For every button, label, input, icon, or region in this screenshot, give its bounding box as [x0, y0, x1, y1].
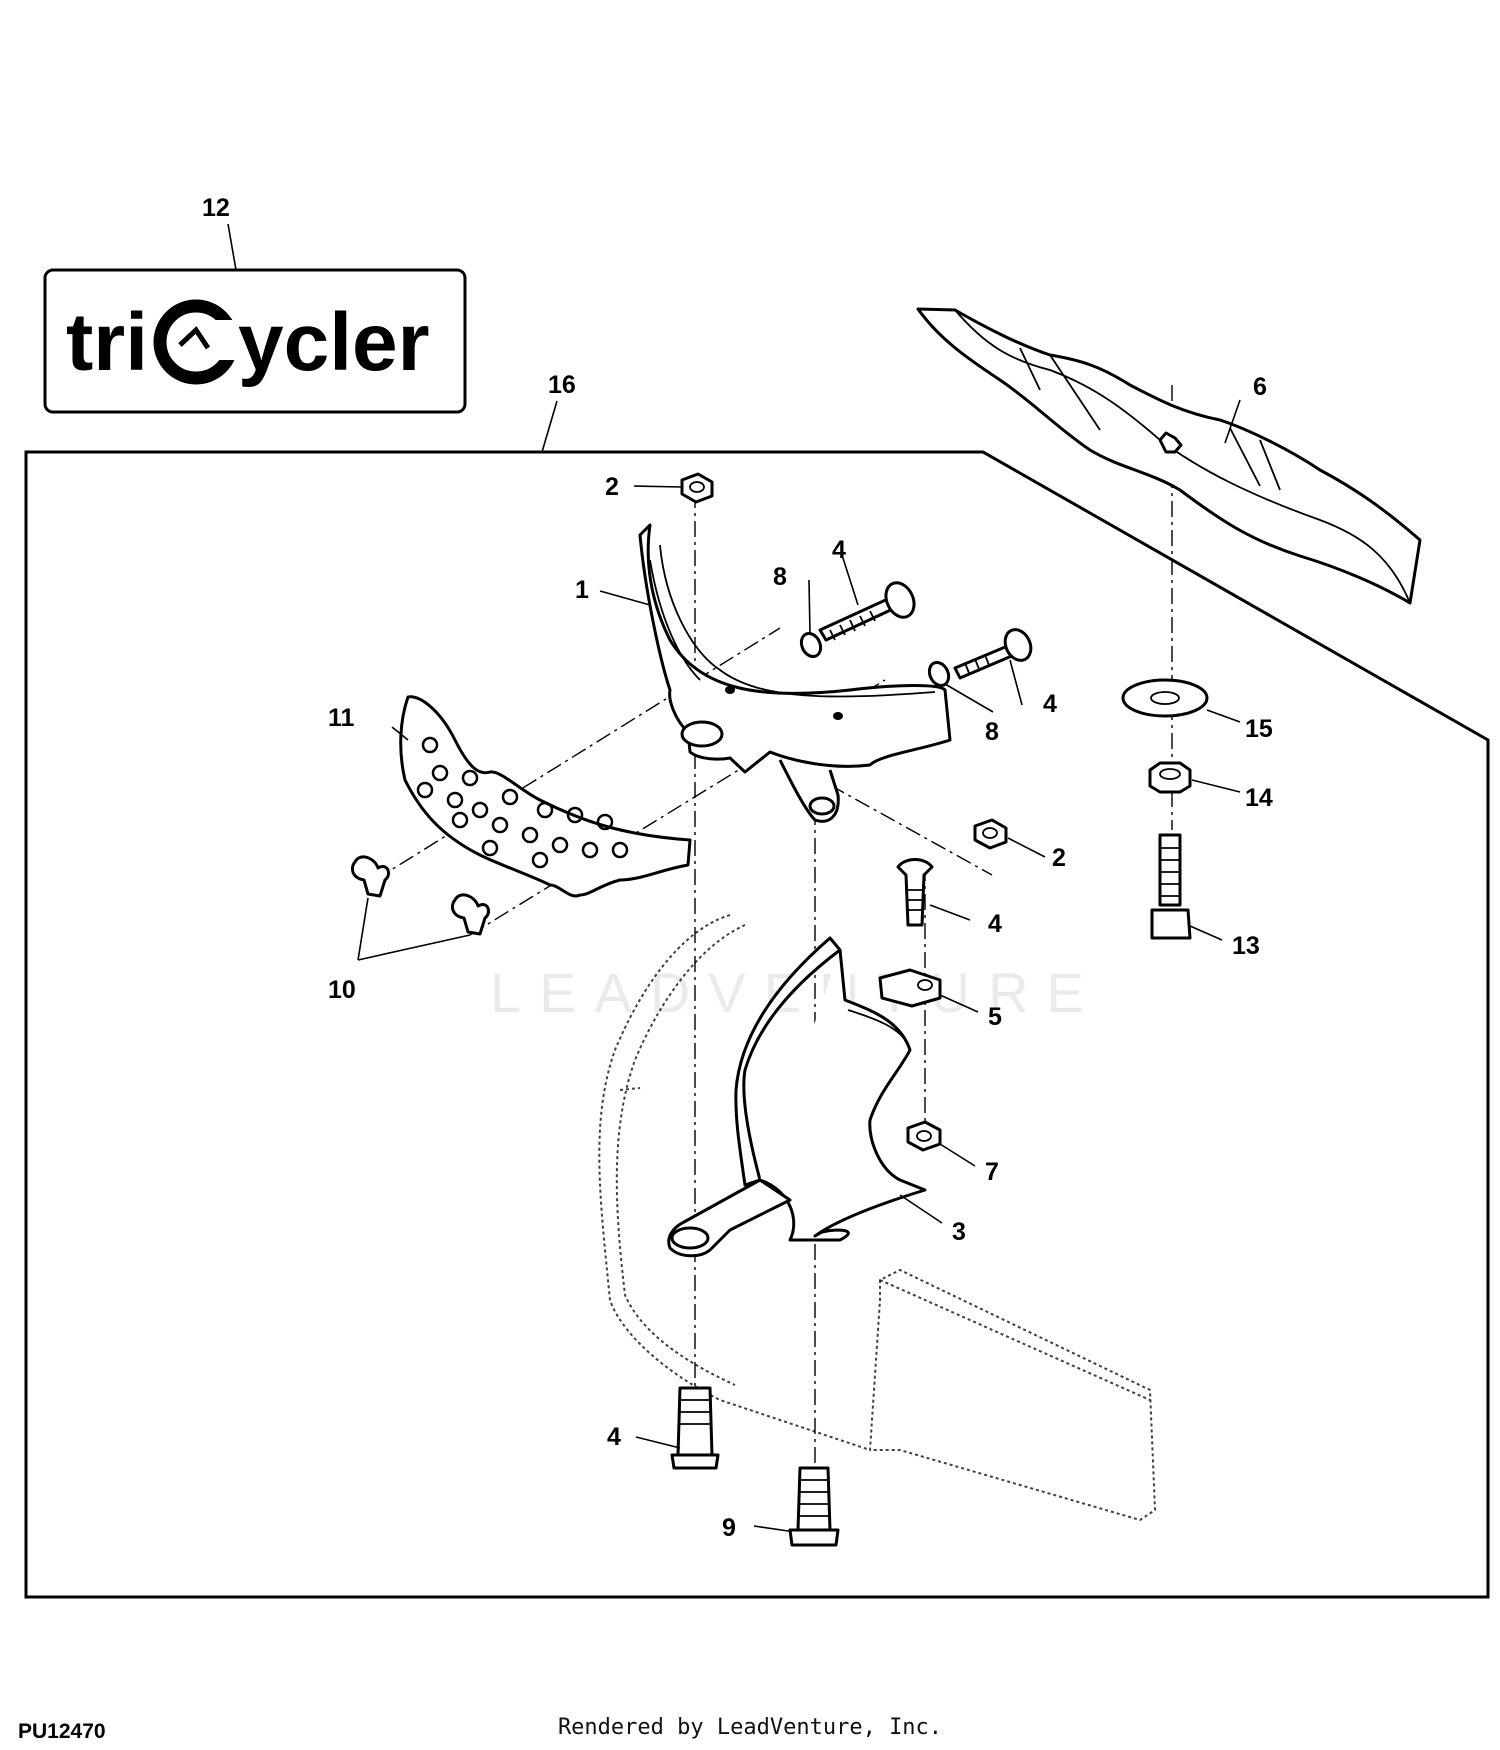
part-baffle-upper [638, 523, 952, 823]
part-washer-upper [799, 631, 823, 659]
logo-text-left: tri [66, 297, 148, 388]
credit-text: Rendered by LeadVenture, Inc. [557, 1715, 943, 1740]
tricycler-decal: tri ycler [43, 268, 467, 414]
part-bolt-9 [788, 1466, 840, 1547]
callout-7: 7 [985, 1158, 999, 1186]
part-wing-nut-b [450, 893, 490, 936]
callout-15: 15 [1245, 715, 1273, 743]
part-bolt-vertical [896, 858, 934, 927]
center-lines [374, 385, 1173, 1490]
callout-4-lower: 4 [607, 1423, 621, 1451]
part-wing-nut-a [350, 855, 390, 898]
callout-9: 9 [722, 1514, 736, 1542]
logo-text-right: ycler [238, 297, 430, 388]
callout-8-middle: 8 [985, 718, 999, 746]
callout-labels: 12 16 2 1 8 4 6 4 8 15 14 2 4 13 5 7 3 1… [202, 194, 1273, 1542]
part-hex-nut-top [680, 472, 714, 504]
part-blade [916, 307, 1422, 605]
part-nut-lower [906, 1120, 942, 1152]
kit-boundary [24, 450, 1490, 1599]
callout-13: 13 [1232, 932, 1260, 960]
part-baffle-lower [667, 936, 927, 1258]
callout-4-vertical: 4 [988, 910, 1002, 938]
part-washer-middle [927, 660, 951, 688]
part-hex-nut-right [973, 818, 1008, 850]
callout-8-upper: 8 [773, 563, 787, 591]
callout-1: 1 [575, 576, 589, 604]
part-mulch-plate [399, 695, 692, 898]
callout-12: 12 [202, 194, 230, 222]
callout-4-middle: 4 [1043, 690, 1057, 718]
part-bolt-lower [670, 1386, 720, 1470]
callout-4-upper: 4 [832, 536, 846, 564]
callout-2-right: 2 [1052, 844, 1066, 872]
callout-2-top: 2 [605, 473, 619, 501]
part-lock-washer [1148, 761, 1192, 794]
callout-14: 14 [1245, 784, 1273, 812]
callout-6: 6 [1253, 373, 1267, 401]
callout-16: 16 [548, 371, 576, 399]
figure-code: PU12470 [18, 1720, 106, 1743]
part-blade-adapter [1121, 678, 1209, 718]
part-blade-bolt [1150, 833, 1192, 940]
callout-11: 11 [328, 704, 355, 732]
callout-10: 10 [328, 976, 356, 1004]
part-bolt-upper [818, 581, 916, 642]
recycle-c-icon [153, 299, 244, 385]
leader-lines [227, 223, 1241, 1533]
part-bolt-middle [953, 628, 1033, 680]
mower-housing-ghost [598, 914, 1157, 1522]
callout-5: 5 [988, 1003, 1002, 1031]
callout-3: 3 [952, 1218, 966, 1246]
part-clip [878, 968, 942, 1008]
